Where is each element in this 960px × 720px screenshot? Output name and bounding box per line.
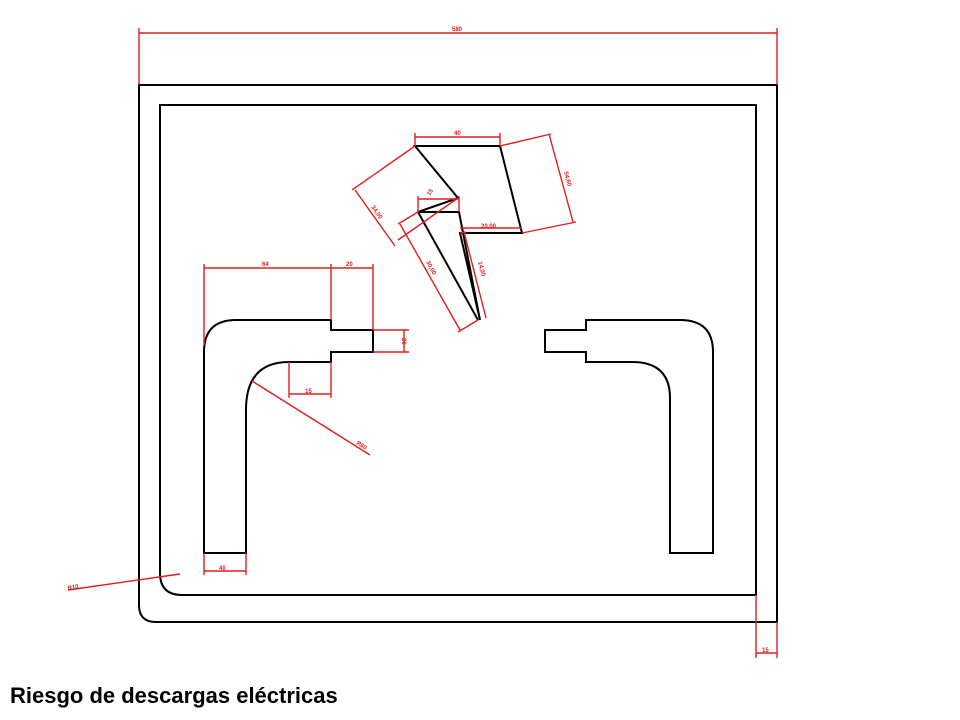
dim-label-inner-step: 20,00 <box>481 224 497 230</box>
left-electrode <box>203 319 374 554</box>
dim-label-left-arm-width: 64 <box>262 262 269 268</box>
outer-frame <box>138 84 778 623</box>
dim-label-blade-left: 30,00 <box>424 260 437 277</box>
dimension-inner-step: 20,00 <box>460 224 522 230</box>
right-electrode <box>544 319 714 554</box>
dim-label-inner-notch: 15 <box>427 188 436 197</box>
dimension-inner-notch: 15 <box>417 188 460 212</box>
dim-label-left-side-height: 20 <box>400 338 406 345</box>
dim-label-frame-radius: R10 <box>67 584 80 592</box>
dim-label-top-right-side: 54,60 <box>562 171 572 188</box>
dim-label-frame-thickness: 15 <box>762 648 769 654</box>
dimension-left-side-height: 20 <box>373 329 409 353</box>
dimension-left-top-block: 20 <box>331 262 374 330</box>
dimension-left-leg-width: 40 <box>203 553 247 575</box>
dim-label-top-block-width: 40 <box>454 131 461 137</box>
dimension-blade-right: 14,00 <box>459 231 487 319</box>
dim-label-blade-right: 14,00 <box>476 261 486 278</box>
technical-drawing: 580 40 54,60 34,00 15 20,00 30,00 <box>67 27 778 658</box>
dimension-frame-thickness: 15 <box>755 595 778 658</box>
dim-label-left-top-block: 20 <box>346 262 353 268</box>
dimension-frame-radius: R10 <box>67 573 181 592</box>
dimension-top-left-side: 34,00 <box>351 145 459 247</box>
top-block <box>412 145 524 321</box>
dim-label-radius: R60 <box>355 441 368 452</box>
dimension-top-block-width: 40 <box>414 131 501 146</box>
dimension-left-bottom-block: 15 <box>288 362 332 398</box>
top-blade <box>417 211 479 321</box>
dimension-radius: R60 <box>251 380 371 456</box>
dimension-overall-width: 580 <box>138 27 778 85</box>
dimension-blade-left: 30,00 <box>397 211 479 333</box>
dim-label-left-leg-width: 40 <box>219 566 226 572</box>
dim-label-overall-width: 580 <box>452 27 463 33</box>
slide-caption: Riesgo de descargas eléctricas <box>10 683 338 708</box>
dimension-top-right-side: 54,60 <box>499 133 577 234</box>
inner-frame <box>159 104 757 596</box>
dim-label-left-bottom-block: 15 <box>305 389 312 395</box>
dimension-left-arm-width: 64 <box>203 262 332 345</box>
